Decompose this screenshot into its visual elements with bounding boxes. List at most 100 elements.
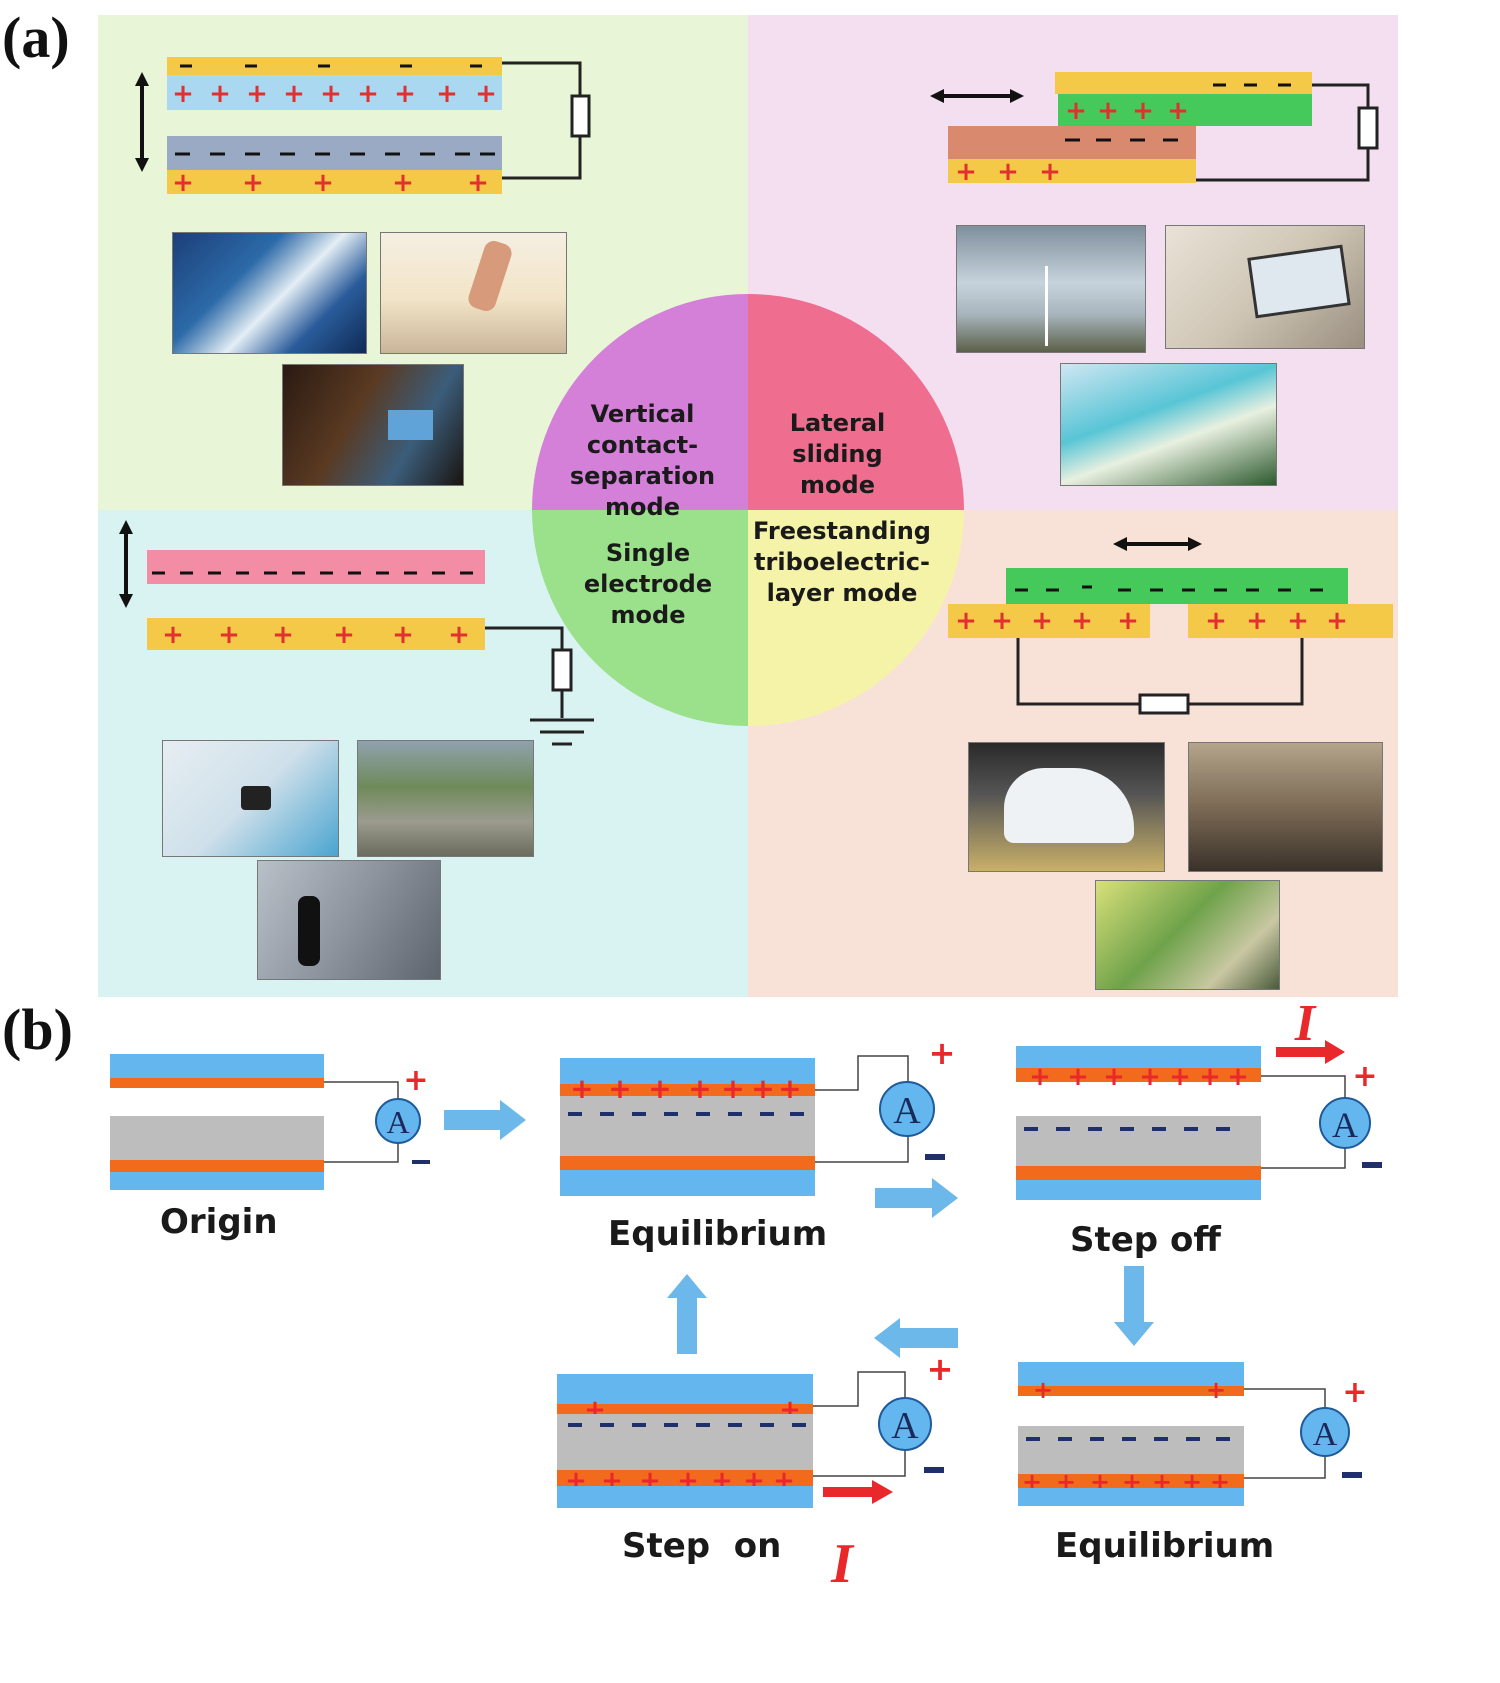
photo-runner-road (1188, 742, 1383, 872)
flow-arrow-stepon-to-equilibrium (667, 1274, 707, 1354)
svg-text:+: + (608, 1072, 631, 1105)
svg-text:+: + (1326, 606, 1348, 636)
stage-step-off-device: +++++++ A + I (1016, 995, 1382, 1200)
photo-music-studio (282, 364, 464, 486)
svg-text:+: + (721, 1072, 744, 1105)
svg-text:A: A (1313, 1416, 1338, 1453)
photo-ocean-wave (172, 232, 367, 354)
svg-text:+: + (778, 1072, 801, 1105)
circle-freestanding-sector (748, 510, 964, 726)
stage-label-equilibrium-bottom: Equilibrium (1055, 1526, 1275, 1566)
svg-text:+: + (751, 1072, 774, 1105)
current-symbol-stepoff: I (1294, 995, 1317, 1052)
panel-b-label: (b) (2, 997, 73, 1062)
svg-text:+: + (1065, 96, 1087, 126)
svg-text:+: + (475, 79, 497, 109)
svg-text:+: + (403, 1063, 428, 1098)
panel-a-label: (a) (2, 5, 70, 70)
svg-text:+: + (1097, 96, 1119, 126)
svg-text:+: + (927, 1350, 954, 1388)
stage-origin-device: A + (110, 1054, 430, 1190)
svg-text:+: + (172, 168, 194, 198)
flow-arrow-origin-to-equilibrium (444, 1100, 526, 1140)
svg-text:+: + (955, 606, 977, 636)
svg-text:+: + (333, 620, 355, 650)
mode-label-lateral: Lateral sliding mode (789, 409, 886, 499)
circle-lateral-sector (748, 294, 964, 510)
svg-text:+: + (1287, 606, 1309, 636)
svg-text:+: + (1067, 1062, 1089, 1092)
svg-text:+: + (955, 157, 977, 187)
svg-text:+: + (1117, 606, 1139, 636)
svg-text:+: + (1352, 1059, 1377, 1094)
svg-text:+: + (991, 606, 1013, 636)
svg-text:A: A (1332, 1105, 1358, 1145)
circle-single-sector (532, 510, 748, 726)
svg-text:+: + (312, 168, 334, 198)
svg-text:+: + (448, 620, 470, 650)
svg-text:+: + (1342, 1375, 1367, 1410)
flow-arrow-equilibrium-to-stepon (874, 1318, 958, 1358)
photo-vr-hologram (257, 860, 441, 980)
svg-text:+: + (570, 1072, 593, 1105)
svg-text:+: + (1169, 1062, 1191, 1092)
svg-text:+: + (1205, 606, 1227, 636)
photo-tablet-typing (1165, 225, 1365, 349)
svg-text:+: + (209, 79, 231, 109)
stage-equilibrium-top-device: +++++++ A + (560, 1034, 955, 1196)
svg-text:+: + (394, 79, 416, 109)
mode-label-vertical: Vertical contact- separation mode (569, 400, 716, 521)
svg-text:+: + (1033, 1376, 1053, 1404)
meter-symbol: A (386, 1104, 409, 1140)
photo-car-tree-road (1095, 880, 1280, 990)
photo-wind-turbine (956, 225, 1146, 353)
svg-text:+: + (246, 79, 268, 109)
flow-arrow-stepoff-to-equilibrium (1114, 1266, 1154, 1346)
circle-vertical-sector (532, 294, 748, 510)
photo-smartwatch (162, 740, 339, 857)
svg-text:+: + (162, 620, 184, 650)
stage-label-origin: Origin (160, 1202, 278, 1242)
svg-text:+: + (648, 1072, 671, 1105)
photo-running-legs (380, 232, 567, 354)
stage-label-equilibrium-top: Equilibrium (608, 1214, 828, 1254)
mode-label-single: Single electrode mode (583, 539, 713, 629)
photo-coastline (1060, 363, 1277, 486)
svg-text:+: + (1139, 1062, 1161, 1092)
svg-text:+: + (929, 1034, 956, 1072)
svg-text:+: + (1206, 1376, 1226, 1404)
svg-text:+: + (1167, 96, 1189, 126)
stage-label-step-on: Step on (622, 1526, 782, 1566)
svg-text:+: + (1029, 1062, 1051, 1092)
photo-bullet-train (968, 742, 1165, 872)
svg-text:+: + (1199, 1062, 1221, 1092)
svg-text:+: + (1246, 606, 1268, 636)
svg-text:+: + (172, 79, 194, 109)
svg-text:+: + (242, 168, 264, 198)
stage-equilibrium-bottom-device: ++ +++++++ A + (1018, 1362, 1368, 1506)
svg-text:+: + (1227, 1062, 1249, 1092)
svg-text:+: + (467, 168, 489, 198)
svg-text:+: + (357, 79, 379, 109)
svg-text:+: + (688, 1072, 711, 1105)
svg-text:+: + (1103, 1062, 1125, 1092)
svg-text:+: + (218, 620, 240, 650)
svg-text:+: + (392, 620, 414, 650)
svg-text:+: + (272, 620, 294, 650)
svg-text:+: + (283, 79, 305, 109)
stage-step-on-device: ++ +++++++ A + I (557, 1350, 953, 1595)
svg-text:+: + (320, 79, 342, 109)
svg-text:+: + (997, 157, 1019, 187)
svg-text:+: + (1039, 157, 1061, 187)
svg-text:A: A (891, 1405, 919, 1447)
svg-text:+: + (436, 79, 458, 109)
flow-arrow-equilibrium-to-stepoff (875, 1178, 958, 1218)
mode-label-freestanding: Freestanding triboelectric- layer mode (753, 517, 931, 607)
photo-highway-traffic (357, 740, 534, 857)
